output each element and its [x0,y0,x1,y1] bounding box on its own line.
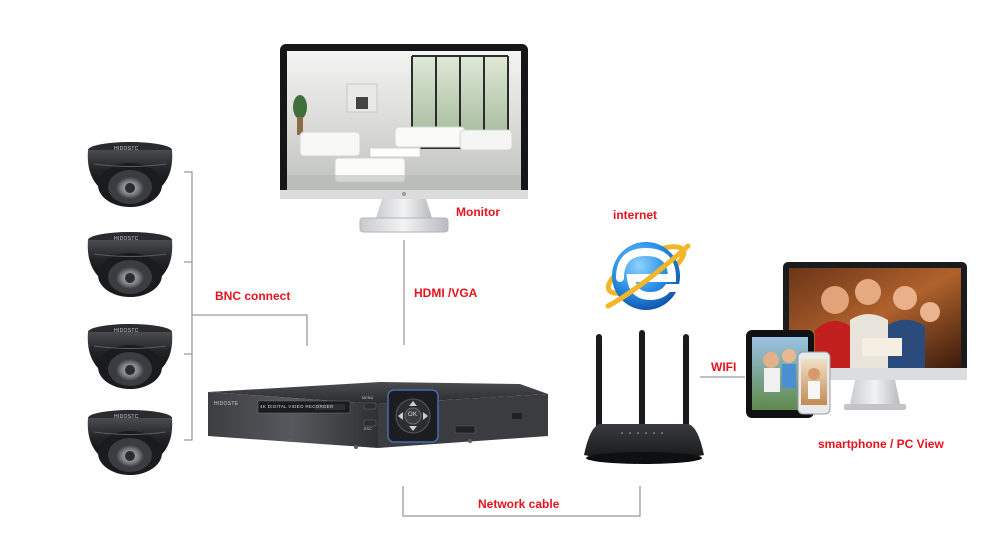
bnc-connect-label: BNC connect [215,289,290,303]
internet-label: internet [613,208,657,222]
dvr-recorder [208,382,548,449]
camera-brand-label: HIDOSTC [114,414,139,420]
connection-lines [184,172,745,516]
dvr-esc-label: ESC [364,427,372,431]
dvr-menu-label: MENU [362,396,374,400]
cameras [88,142,173,475]
dvr-brand-label: HIDOSTE [214,401,238,407]
monitor [280,44,528,232]
bnc-bracket-line [184,172,192,440]
camera-brand-label: HIDOSTC [114,146,139,152]
wifi-router [584,330,704,464]
smartphone-pc-view-label: smartphone / PC View [818,437,944,451]
dvr-model-label: 4K DIGITAL VIDEO RECORDER [260,404,334,409]
dvr-ok-button-label: OK [408,412,417,418]
wifi-label: WIFI [711,360,736,374]
internet-explorer-icon [602,238,690,310]
hdmi-vga-label: HDMI /VGA [414,286,477,300]
camera-brand-label: HIDOSTC [114,328,139,334]
view-devices [746,262,967,418]
smartphone [798,352,830,414]
bnc-connect-line [192,315,307,346]
camera-brand-label: HIDOSTC [114,236,139,242]
network-cable-label: Network cable [478,497,559,511]
monitor-label: Monitor [456,205,500,219]
